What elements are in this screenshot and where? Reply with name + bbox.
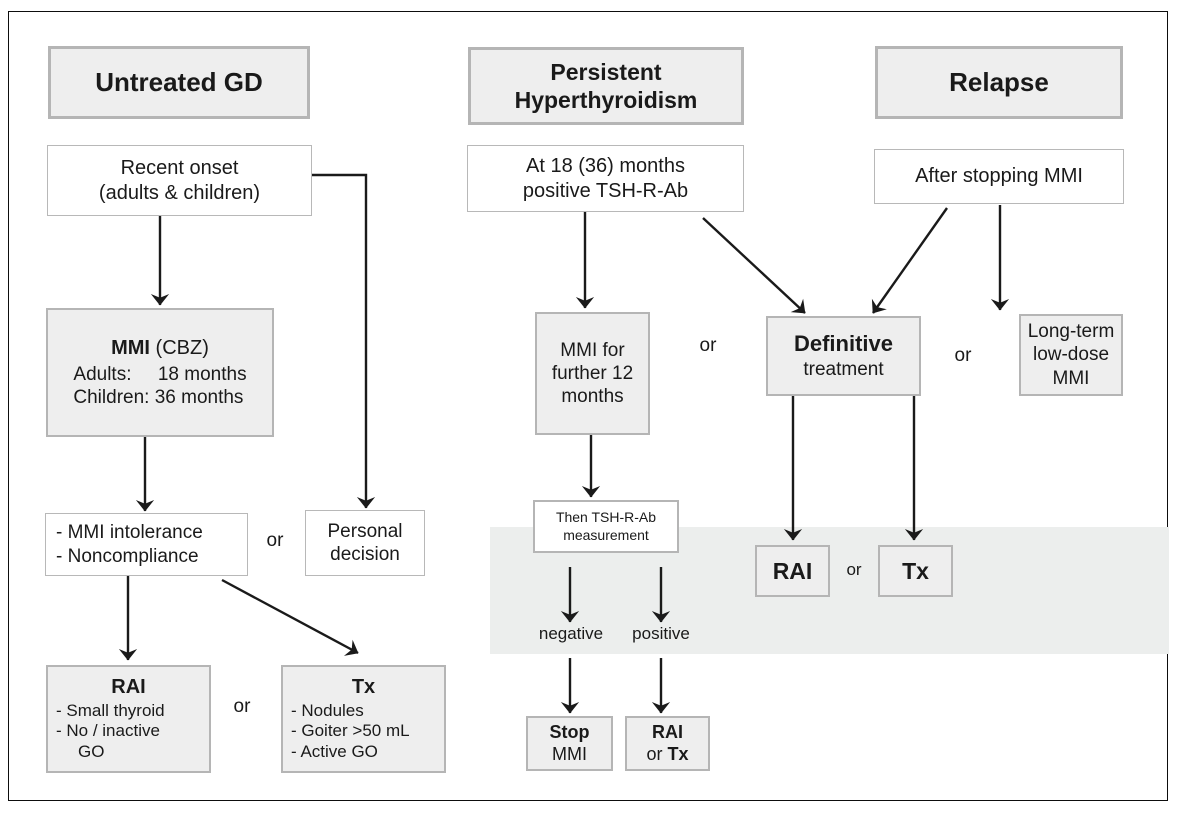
rai-or-tx-text: RAI or Tx (646, 721, 689, 764)
or-label-rai-tx-left: or (233, 696, 251, 717)
box-tx-left: Tx - Nodules - Goiter >50 mL - Active GO (281, 665, 446, 773)
definitive-sub: treatment (803, 358, 884, 380)
header-persistent-hyperthyroidism: Persistent Hyperthyroidism (468, 47, 744, 125)
box-longterm-lowdose-mmi: Long-term low-dose MMI (1019, 314, 1123, 396)
mmi-title: MMI (CBZ) (111, 337, 209, 360)
mmi-schedule: Adults: 18 months Children: 36 months (73, 363, 247, 408)
after-stopping-text: After stopping MMI (915, 165, 1083, 188)
or-label-rai-tx-right: or (846, 560, 862, 579)
box-rai-left: RAI - Small thyroid - No / inactive GO (46, 665, 211, 773)
box-after-stopping-mmi: After stopping MMI (874, 149, 1124, 204)
label-negative: negative (538, 624, 604, 643)
box-mmi-further-12: MMI for further 12 months (535, 312, 650, 435)
or-label-definitive-longterm: or (954, 345, 972, 366)
box-rai-right: RAI (755, 545, 830, 597)
tx-right-label: Tx (902, 557, 929, 584)
arrow-onset-to-personal (312, 173, 376, 509)
longterm-text: Long-term low-dose MMI (1027, 321, 1115, 389)
arrow-afterstopping-to-definitive (871, 207, 948, 314)
header-relapse-label: Relapse (949, 66, 1049, 97)
box-recent-onset: Recent onset (adults & children) (47, 145, 312, 216)
rai-left-list: - Small thyroid - No / inactive GO (56, 700, 165, 762)
box-definitive-treatment: Definitive treatment (766, 316, 921, 396)
tx-left-title: Tx (351, 676, 376, 699)
header-relapse: Relapse (875, 46, 1123, 119)
then-measure-text: Then TSH-R-Ab measurement (555, 509, 657, 543)
or-label-mmi-definitive: or (699, 335, 717, 356)
box-mmi-intolerance: - MMI intolerance - Noncompliance (45, 513, 248, 576)
box-rai-or-tx-bottom: RAI or Tx (625, 716, 710, 771)
arrow-intolerance-to-tx (221, 578, 359, 656)
header-untreated-gd: Untreated GD (48, 46, 310, 119)
or-label-intolerance-personal: or (266, 530, 284, 551)
rai-left-title: RAI (111, 676, 146, 699)
rai-right-label: RAI (772, 557, 813, 584)
header-untreated-gd-label: Untreated GD (95, 66, 263, 97)
rai-or-tx-line2: or Tx (646, 743, 689, 764)
box-then-tshrab-measurement: Then TSH-R-Ab measurement (533, 500, 679, 553)
stop-mmi-text: Stop MMI (549, 721, 590, 764)
box-at-18-months: At 18 (36) months positive TSH-R-Ab (467, 145, 744, 212)
definitive-title: Definitive (793, 331, 894, 356)
box-personal-decision: Personal decision (305, 510, 425, 576)
header-persistent-text: Persistent Hyperthyroidism (514, 58, 698, 113)
box-stop-mmi: Stop MMI (526, 716, 613, 771)
intolerance-list: - MMI intolerance - Noncompliance (56, 522, 203, 567)
at-months-text: At 18 (36) months positive TSH-R-Ab (522, 155, 689, 202)
mmi-further-text: MMI for further 12 months (551, 339, 634, 408)
arrow-atmonths-to-definitive (702, 217, 806, 314)
box-mmi-cbz: MMI (CBZ) Adults: 18 months Children: 36… (46, 308, 274, 437)
box-tx-right: Tx (878, 545, 953, 597)
personal-decision-text: Personal decision (327, 520, 403, 565)
label-positive: positive (632, 624, 690, 643)
tx-left-list: - Nodules - Goiter >50 mL - Active GO (291, 700, 410, 762)
recent-onset-text: Recent onset (adults & children) (98, 157, 261, 204)
